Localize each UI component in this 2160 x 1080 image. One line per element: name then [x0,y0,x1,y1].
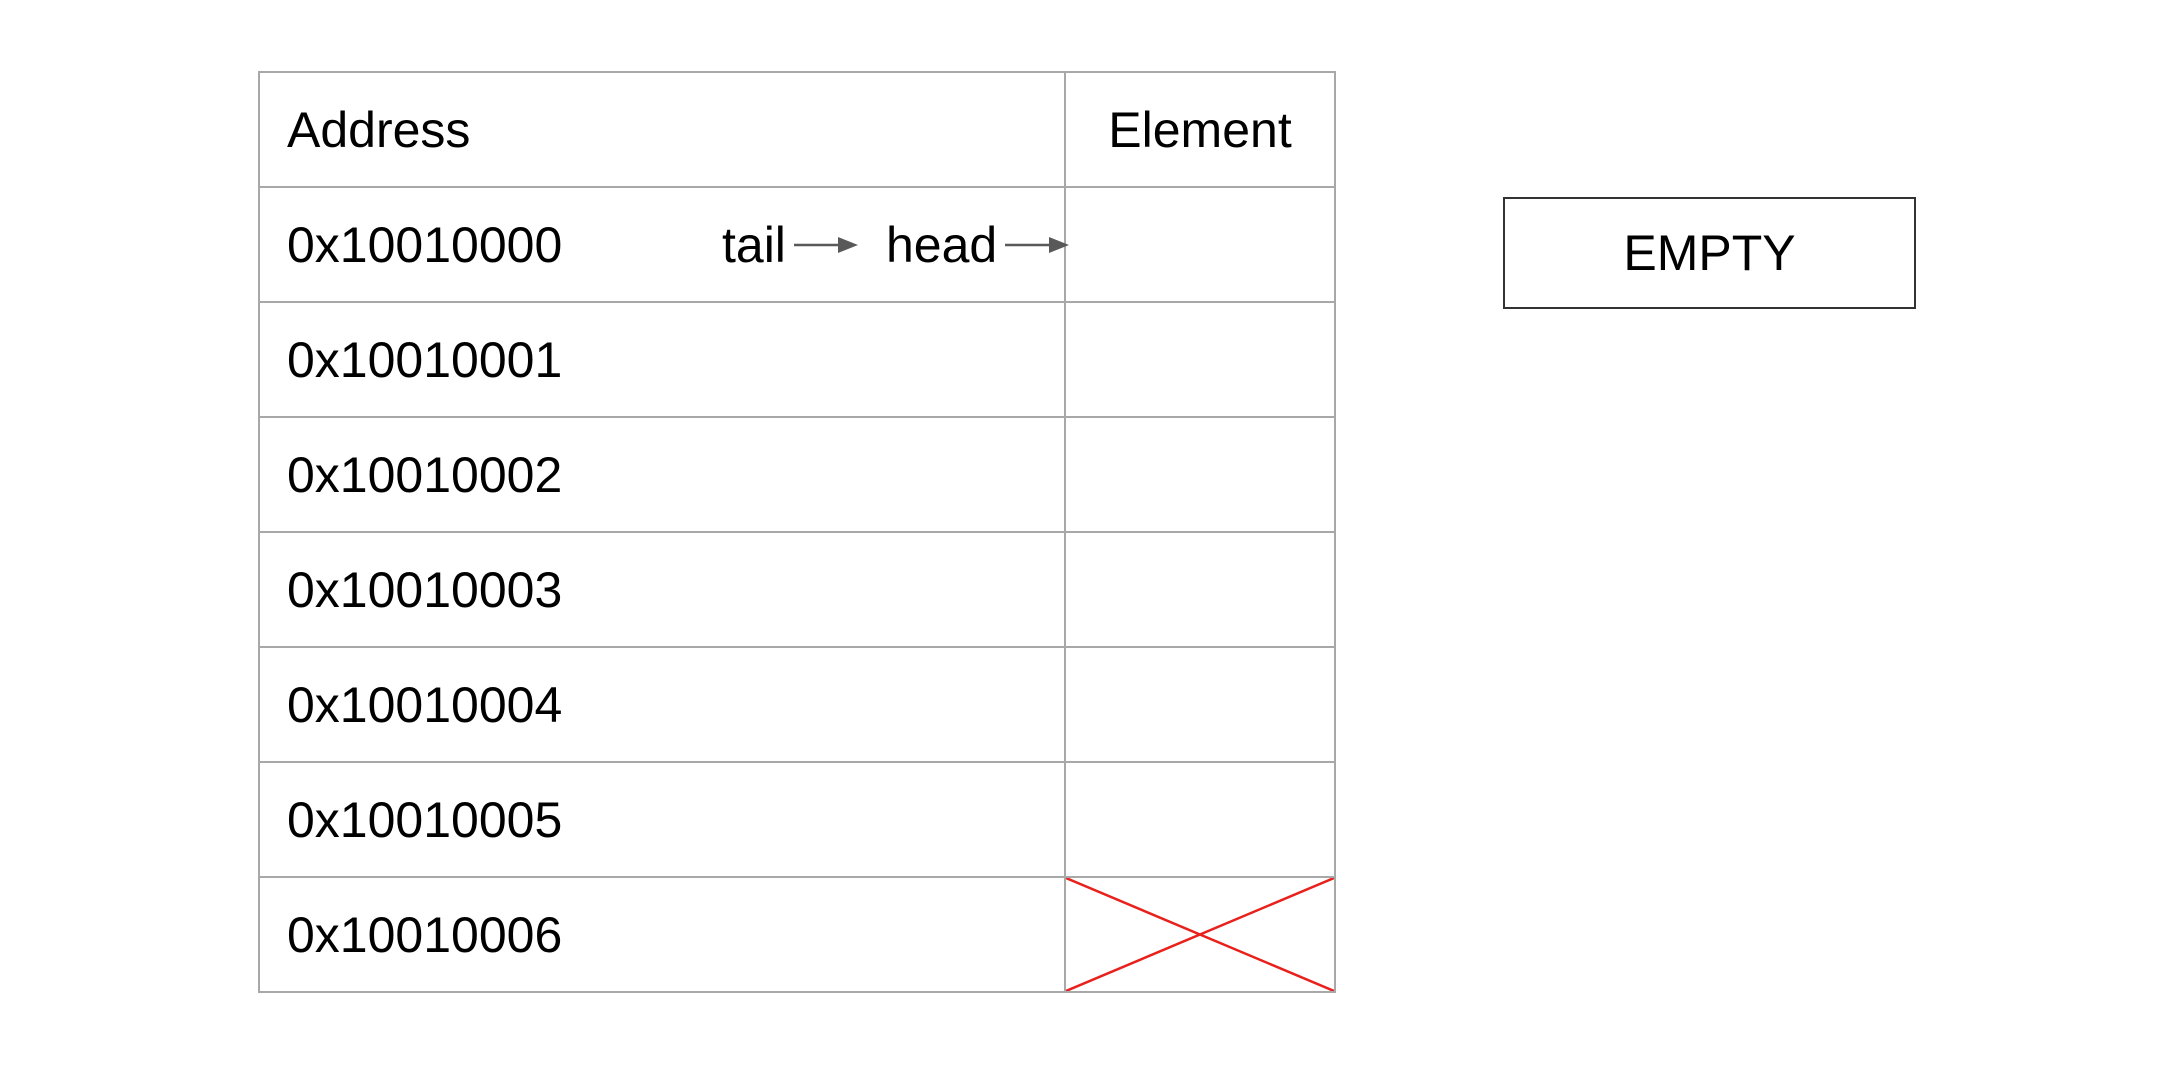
element-header: Element [1064,71,1336,188]
address-value: 0x10010005 [287,791,563,848]
queue-status-label: EMPTY [1623,225,1796,281]
address-cell: 0x10010001 [258,301,1066,418]
address-value: 0x10010006 [287,906,563,963]
element-cell [1064,761,1336,878]
table-row: 0x10010003 [258,531,1336,648]
arrow-right-icon [1005,236,1070,253]
address-value: 0x10010001 [287,331,563,388]
element-cell [1064,646,1336,763]
address-cell: 0x10010005 [258,761,1066,878]
tail-pointer: tail [722,216,860,274]
table-row: 0x10010000 tail head [258,186,1336,303]
address-value: 0x10010004 [287,676,563,733]
address-value: 0x10010000 [287,216,563,273]
address-value: 0x10010002 [287,446,563,503]
queue-status-box: EMPTY [1503,197,1916,309]
table-header-row: Address Element [258,71,1336,188]
head-pointer: head [886,216,1071,274]
element-cell [1064,416,1336,533]
tail-label: tail [722,216,786,273]
head-label: head [886,216,998,273]
address-value: 0x10010003 [287,561,563,618]
element-cell [1064,186,1336,303]
address-cell: 0x10010006 [258,876,1066,993]
table-row: 0x10010002 [258,416,1336,533]
address-header-cell: Address [258,71,1066,188]
table-row: 0x10010006 [258,876,1336,993]
table-row: 0x10010005 [258,761,1336,878]
element-cell [1064,301,1336,418]
invalid-element-cell [1064,876,1336,993]
cross-out-icon [1066,878,1334,991]
address-header: Address [287,101,471,158]
address-cell: 0x10010000 tail head [258,186,1070,303]
element-cell [1064,531,1336,648]
table-row: 0x10010001 [258,301,1336,418]
table-row: 0x10010004 [258,646,1336,763]
memory-table: Address Element 0x10010000 tail head [258,71,1336,993]
address-cell: 0x10010003 [258,531,1066,648]
address-cell: 0x10010002 [258,416,1066,533]
arrow-right-icon [793,236,858,253]
address-cell: 0x10010004 [258,646,1066,763]
